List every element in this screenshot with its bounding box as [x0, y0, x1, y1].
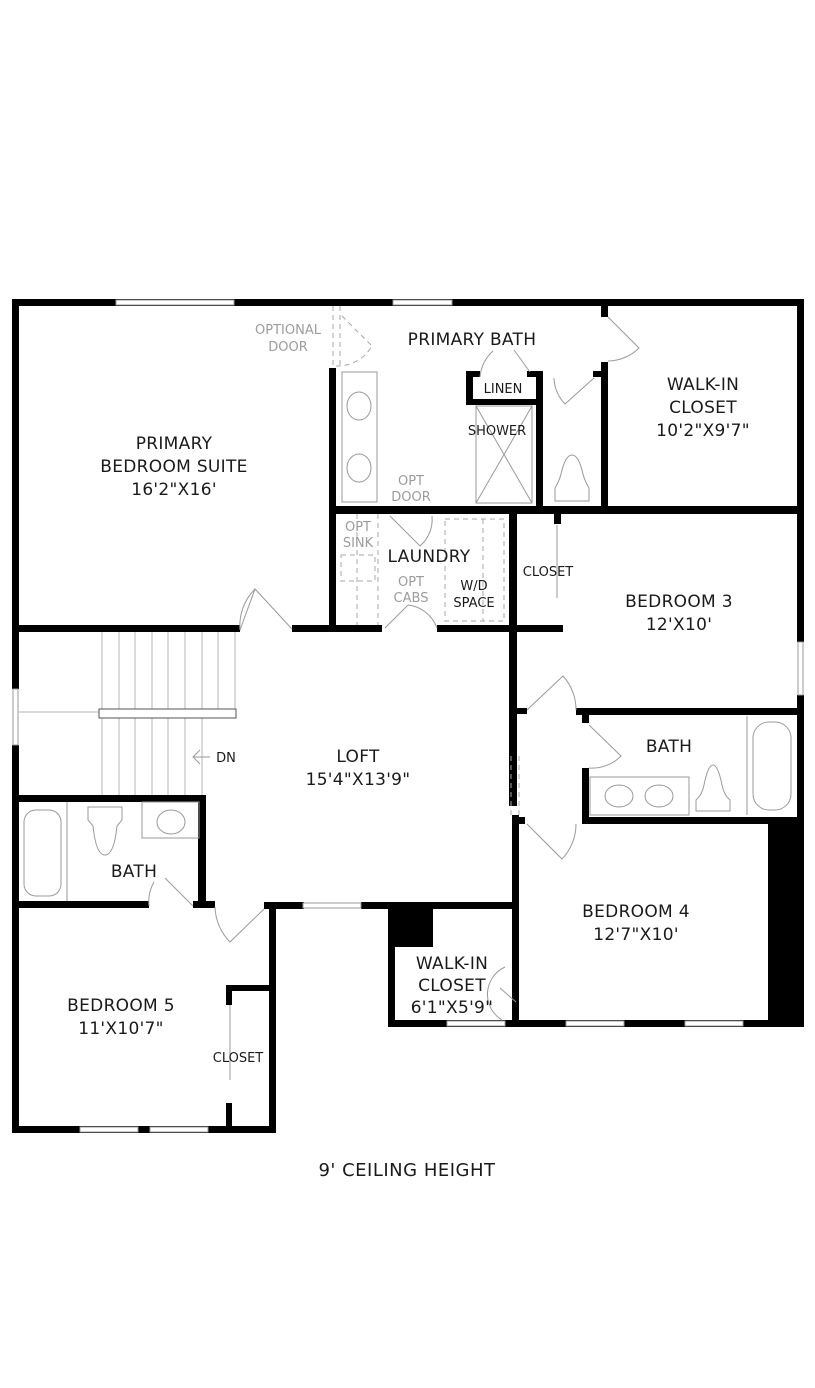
room-linen: LINEN — [484, 382, 523, 397]
windows — [12, 299, 804, 1133]
sink-icon — [346, 391, 372, 421]
room-primary-bedroom-dims: 16'2"X16' — [131, 480, 217, 500]
toilet-icon — [695, 764, 731, 812]
room-bedroom4-dims: 12'7"X10' — [593, 925, 679, 945]
room-primary-bath: PRIMARY BATH — [408, 330, 537, 350]
room-walkin-primary-line2: CLOSET — [669, 398, 737, 418]
room-walkin-bed4-line2: CLOSET — [418, 976, 486, 996]
toilet-icon — [554, 454, 590, 502]
doors — [148, 306, 640, 1080]
room-primary-bedroom-line2: BEDROOM SUITE — [100, 457, 247, 477]
room-loft: LOFT — [336, 747, 380, 767]
optional-door-line1: OPTIONAL — [255, 323, 322, 338]
room-bath-east: BATH — [646, 737, 692, 757]
sink-icon — [604, 784, 634, 808]
wd-space-line2: SPACE — [453, 596, 494, 611]
room-shower: SHOWER — [468, 424, 526, 439]
room-bedroom3-dims: 12'X10' — [646, 615, 712, 635]
room-closet-bed5: CLOSET — [213, 1051, 264, 1066]
opt-door-line1: OPT — [398, 474, 424, 489]
sink-icon — [644, 784, 674, 808]
room-labels: PRIMARY BEDROOM SUITE 16'2"X16' OPTIONAL… — [67, 323, 750, 1181]
arrow-left-icon — [192, 749, 210, 765]
bathtub-icon — [23, 809, 62, 897]
room-walkin-bed4-line1: WALK-IN — [416, 954, 488, 974]
room-bath-west: BATH — [111, 862, 157, 882]
room-loft-dims: 15'4"X13'9" — [306, 770, 411, 790]
stair-landing-rail — [98, 708, 237, 719]
room-closet-bed3: CLOSET — [523, 565, 574, 580]
stairs-dn-label: DN — [216, 751, 236, 766]
fixtures — [23, 371, 792, 901]
room-bedroom5: BEDROOM 5 — [67, 996, 175, 1016]
sink-icon — [156, 809, 186, 835]
room-walkin-bed4-dims: 6'1"X5'9" — [411, 998, 494, 1018]
opt-sink-line2: SINK — [343, 536, 374, 551]
room-primary-bedroom-line1: PRIMARY — [136, 434, 213, 454]
room-bedroom5-dims: 11'X10'7" — [78, 1019, 164, 1039]
sink-icon — [346, 453, 372, 483]
ceiling-height-caption: 9' CEILING HEIGHT — [318, 1160, 496, 1181]
staircase — [19, 632, 237, 795]
opt-cabs-line1: OPT — [398, 575, 424, 590]
opt-cabs-line2: CABS — [394, 591, 429, 606]
optional-door-line2: DOOR — [268, 340, 308, 355]
room-laundry: LAUNDRY — [388, 547, 471, 567]
wd-space — [444, 518, 505, 622]
toilet-icon — [87, 806, 123, 856]
opt-sink-line1: OPT — [345, 520, 371, 535]
room-walkin-primary-dims: 10'2"X9'7" — [656, 421, 750, 441]
room-bedroom3: BEDROOM 3 — [625, 592, 733, 612]
opt-door-line2: DOOR — [391, 490, 431, 505]
room-walkin-primary-line1: WALK-IN — [667, 375, 739, 395]
shower-stall — [475, 405, 533, 504]
vanity-primary-bath — [341, 371, 378, 503]
bathtub-icon — [752, 721, 792, 811]
wd-space-line1: W/D — [460, 579, 487, 594]
room-bedroom4: BEDROOM 4 — [582, 902, 690, 922]
